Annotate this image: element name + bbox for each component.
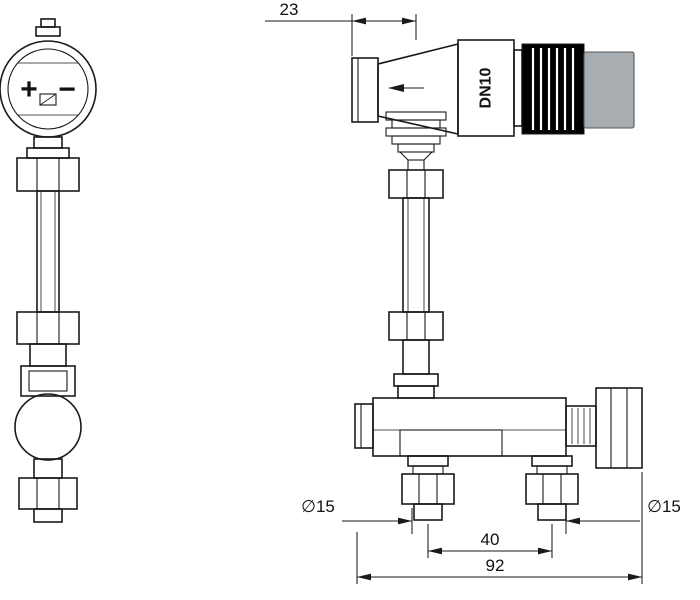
dia15-left-label: ∅15 xyxy=(301,497,335,516)
manifold-left-port xyxy=(401,455,455,521)
dial-minus-symbol: − xyxy=(58,73,76,106)
dimension-dia15-right: ∅15 xyxy=(565,497,681,534)
adjustment-knob xyxy=(513,43,635,135)
dial-top-cap xyxy=(35,18,61,37)
dimension-92-label: 92 xyxy=(486,556,505,575)
riser-pipe-side xyxy=(402,197,430,313)
union-nut-lower xyxy=(18,477,78,523)
knob-end-cap xyxy=(583,51,635,129)
dn10-marking: DN10 xyxy=(478,67,495,108)
thermostat-dial: + − xyxy=(0,40,97,138)
dimension-40-label: 40 xyxy=(481,530,500,549)
dimension-92: 92 xyxy=(356,472,643,584)
union-nut-middle xyxy=(16,311,80,345)
dimension-40: 40 xyxy=(427,524,553,558)
valve-main-body: DN10 xyxy=(457,39,515,137)
union-nut-upper xyxy=(16,157,80,192)
valve-inlet-union xyxy=(351,57,379,123)
dial-center-icon xyxy=(39,93,57,106)
dimension-dia15-left: ∅15 xyxy=(301,497,413,534)
ball-valve-body-front xyxy=(14,343,82,479)
flow-direction-arrow xyxy=(388,84,424,92)
riser-pipe-front xyxy=(36,190,60,313)
front-view-assembly: + − xyxy=(0,18,97,523)
dimension-23-label: 23 xyxy=(280,0,299,19)
manifold-end-nut xyxy=(595,387,643,469)
manifold-right-port xyxy=(525,455,579,521)
dimension-23: 23 xyxy=(265,0,417,56)
dial-neck xyxy=(26,136,70,159)
dia15-right-label: ∅15 xyxy=(647,497,681,516)
riser-union-upper xyxy=(388,169,444,199)
riser-union-lower xyxy=(388,311,444,399)
side-view-assembly: DN10 xyxy=(351,39,643,521)
dial-plus-symbol: + xyxy=(20,73,38,106)
valve-ribbed-insert xyxy=(385,111,447,171)
manifold-body xyxy=(354,387,643,469)
